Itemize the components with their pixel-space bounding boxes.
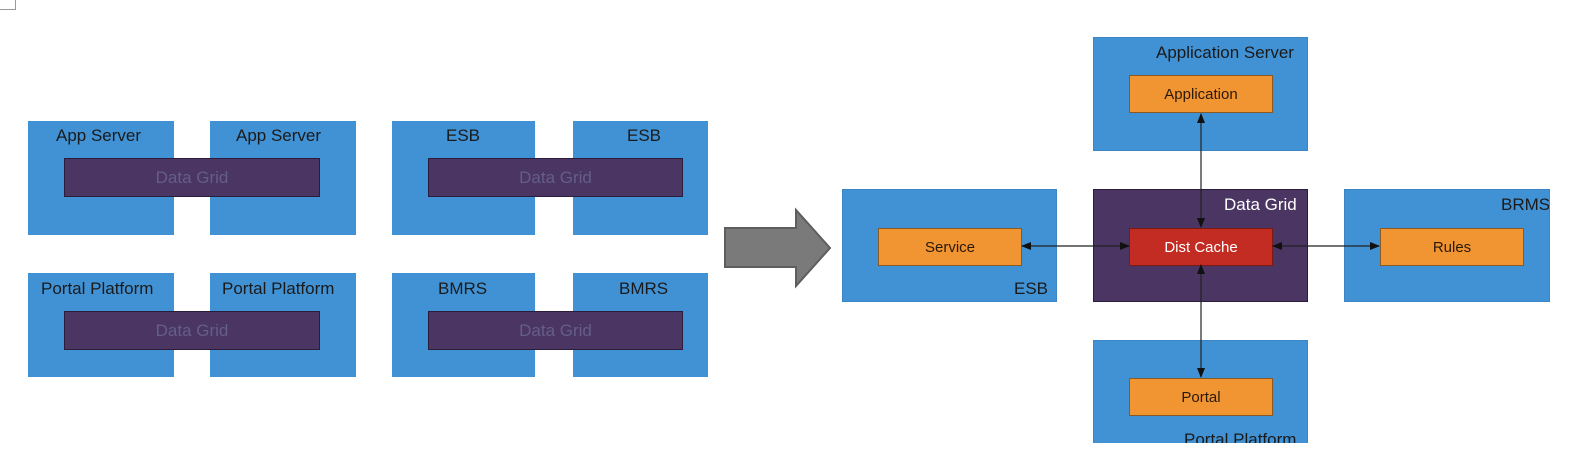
portal-component-label: Portal — [1181, 388, 1221, 406]
esb-label-left: ESB — [446, 126, 481, 145]
app-server-label-left: App Server — [56, 126, 142, 145]
esb-label-right: ESB — [627, 126, 662, 145]
data-grid-label: Data Grid — [155, 320, 229, 340]
portal-platform-label-left: Portal Platform — [41, 279, 154, 298]
data-grid-bar: Data Grid — [64, 311, 320, 350]
app-server-label-right: App Server — [236, 126, 322, 145]
service-component: Service — [878, 228, 1022, 266]
data-grid-label: Data Grid — [519, 320, 592, 340]
portal-platform-label: Portal Platform — [1184, 430, 1297, 443]
data-grid-label: Data Grid — [1224, 195, 1297, 214]
bmrs-label-right: BMRS — [619, 279, 669, 298]
bmrs-label-left: BMRS — [438, 279, 488, 298]
portal-platform-node: Portal Portal Platform — [1093, 340, 1308, 443]
application-component-label: Application — [1164, 85, 1238, 103]
brms-label: BRMS — [1501, 195, 1550, 214]
service-component-label: Service — [924, 238, 976, 256]
transition-arrow-icon — [724, 207, 832, 289]
data-grid-label: Data Grid — [519, 167, 592, 187]
data-grid-bar: Data Grid — [428, 311, 683, 350]
data-grid-bar: Data Grid — [428, 158, 683, 197]
data-grid-bar: Data Grid — [64, 158, 320, 197]
esb-label: ESB — [1014, 279, 1049, 298]
portal-component: Portal — [1129, 378, 1273, 416]
rules-component: Rules — [1380, 228, 1524, 266]
application-component: Application — [1129, 75, 1273, 113]
portal-platform-label-right: Portal Platform — [222, 279, 335, 298]
application-server-label: Application Server — [1156, 43, 1294, 62]
rules-component-label: Rules — [1432, 238, 1472, 256]
dist-cache-label: Dist Cache — [1164, 238, 1238, 256]
corner-mark — [0, 0, 16, 10]
data-grid-label: Data Grid — [155, 167, 229, 187]
dist-cache-component: Dist Cache — [1129, 228, 1273, 266]
application-server-node: Application Server Application — [1093, 37, 1308, 151]
